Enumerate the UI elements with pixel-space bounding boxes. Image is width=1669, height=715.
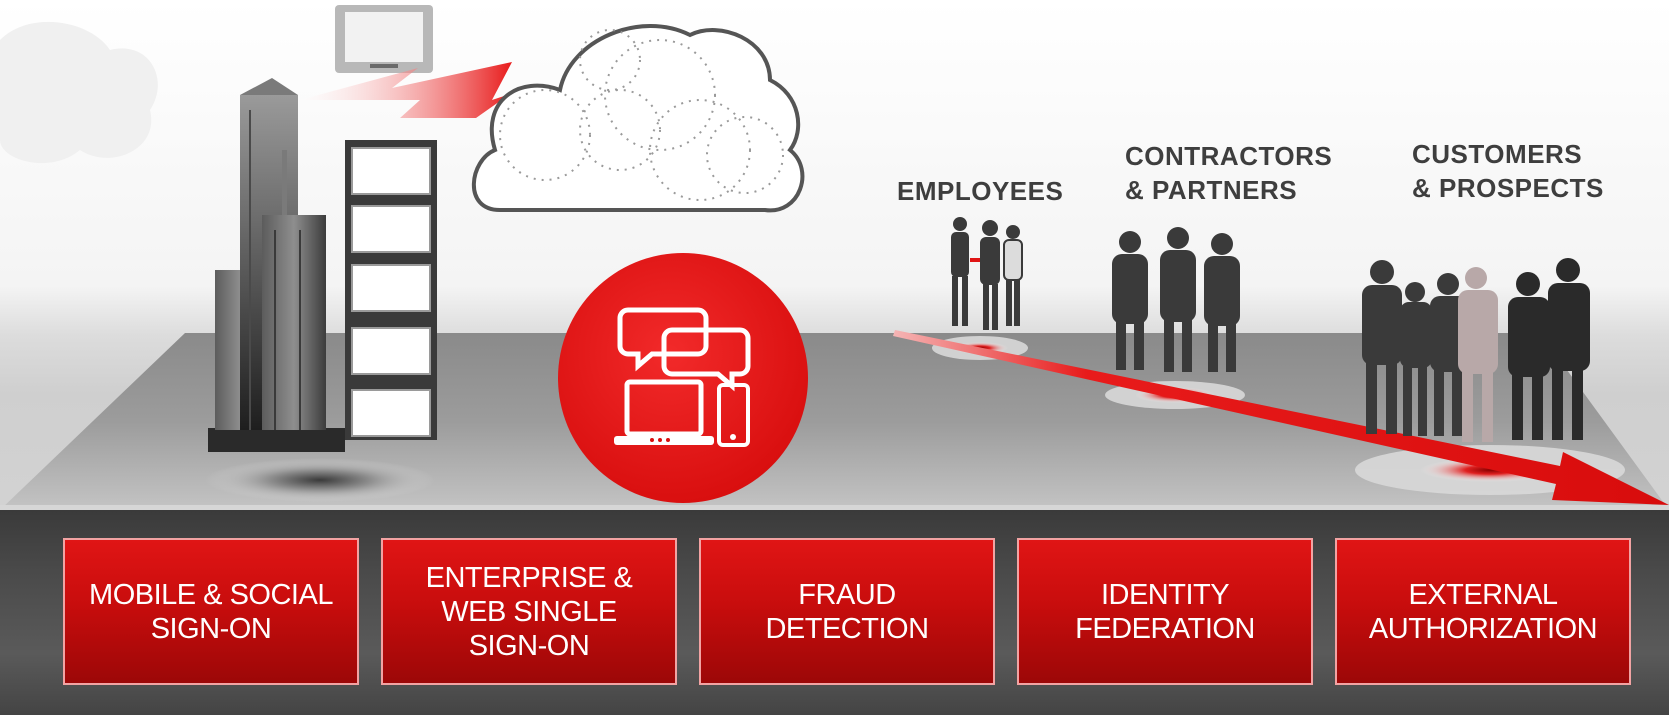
service-tile-identity-federation: IDENTITY FEDERATION [1017,538,1313,685]
group-label-line: & PARTNERS [1125,175,1298,205]
service-tile-external-authorization: EXTERNAL AUTHORIZATION [1335,538,1631,685]
group-label-line: CONTRACTORS [1125,141,1333,171]
people-silhouette-icon [951,217,1590,442]
cloud-icon [471,24,805,213]
group-label-line: EMPLOYEES [897,176,1064,206]
server-rack-icon [345,140,437,440]
group-label-employees: EMPLOYEES [897,174,1063,208]
service-tile-line: MOBILE & SOCIAL [89,578,333,611]
service-tile-line: EXTERNAL [1408,578,1558,611]
service-tile-fraud-detection: FRAUD DETECTION [699,538,995,685]
lightning-bolt-icon [300,62,512,118]
group-label-line: & PROSPECTS [1412,173,1604,203]
group-label-line: CUSTOMERS [1412,139,1583,169]
service-tile-line: WEB SINGLE [441,595,617,628]
service-tile-enterprise-web-sso: ENTERPRISE & WEB SINGLE SIGN-ON [381,538,677,685]
group-label-customers: CUSTOMERS & PROSPECTS [1412,137,1604,205]
group-label-contractors: CONTRACTORS & PARTNERS [1125,139,1332,207]
enterprise-building-icon [208,78,345,452]
background-cloud-shape [0,21,158,164]
service-tile-line: FRAUD [798,578,896,611]
devices-chat-icon [558,253,808,503]
service-tile-line: FEDERATION [1075,612,1255,645]
service-tile-line: SIGN-ON [150,612,272,645]
service-tile-line: SIGN-ON [468,629,590,662]
tablet-icon [335,5,433,73]
service-tile-line: DETECTION [765,612,929,645]
service-tile-mobile-social-sign-on: MOBILE & SOCIAL SIGN-ON [63,538,359,685]
service-tile-line: ENTERPRISE & [425,561,633,594]
red-arrow-icon [893,330,1669,505]
service-tile-line: IDENTITY [1100,578,1230,611]
service-tile-line: AUTHORIZATION [1368,612,1598,645]
